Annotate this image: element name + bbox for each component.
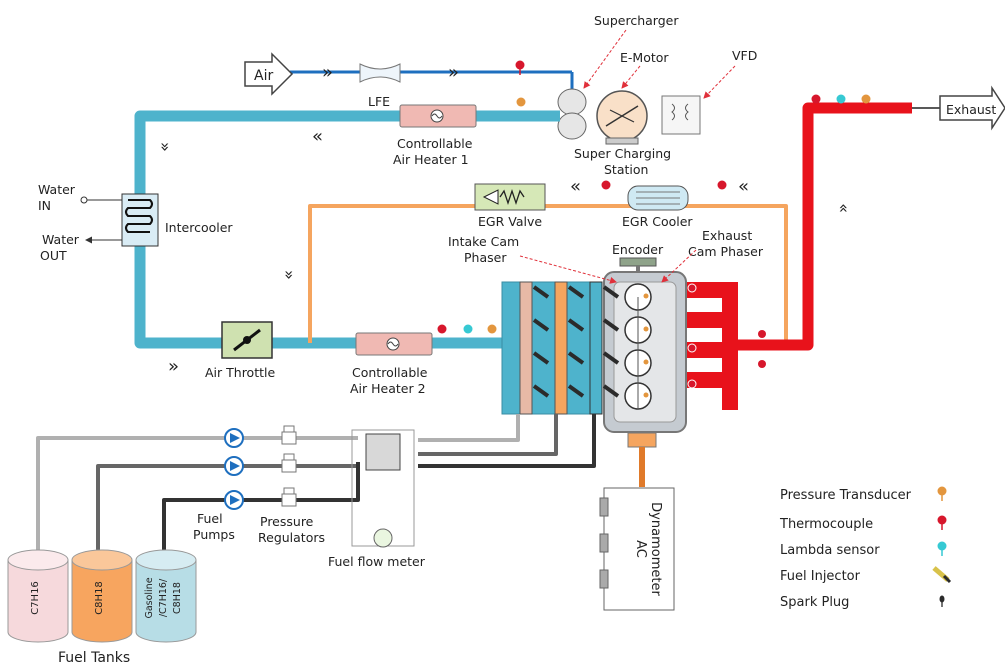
sc-station-label-1: Super Charging	[574, 146, 671, 161]
egr-cooler-label: EGR Cooler	[622, 214, 693, 229]
intake-cam-label-2: Phaser	[464, 250, 507, 265]
air-heater-1	[399, 104, 477, 128]
fuel-pumps	[224, 428, 244, 510]
legend-label-spark-plug: Spark Plug	[780, 595, 849, 610]
flow-chevron-air-1: »	[322, 62, 333, 83]
exhaust-label: Exhaust	[946, 102, 996, 117]
encoder-label: Encoder	[612, 242, 664, 257]
lfe-element: LFE	[359, 63, 401, 109]
pressure-regulators	[281, 425, 297, 507]
thermocouple-egr-1	[601, 180, 611, 190]
thermocouple-icon	[937, 515, 947, 530]
water-in-label-1: Water	[38, 182, 76, 197]
egr-valve-label: EGR Valve	[478, 214, 542, 229]
fuel-injector-icon	[932, 566, 952, 584]
dyno-label-1: AC	[633, 540, 648, 558]
tank3-label-2: /C7H16/	[158, 578, 169, 617]
air-heater-2	[355, 332, 433, 356]
fuel-flow-meter	[351, 429, 415, 548]
heater1-label-1: Controllable	[397, 136, 473, 151]
exhaust-outlet-arrow: Exhaust	[939, 85, 1005, 131]
air-inlet-arrow: Air	[244, 52, 294, 96]
ac-dynamometer: AC Dynamometer	[599, 487, 675, 611]
intercooler	[121, 193, 159, 247]
egr-valve	[474, 183, 546, 211]
vfd-label: VFD	[732, 48, 757, 63]
lambda-sensor-exhaust	[836, 94, 846, 104]
e-motor-label: E-Motor	[620, 50, 669, 65]
heater1-label-2: Air Heater 1	[393, 152, 469, 167]
tank2-label: C8H18	[94, 581, 105, 615]
spark-plug-icon	[939, 595, 945, 607]
intercooler-label: Intercooler	[165, 220, 233, 235]
thermocouple-air	[515, 60, 525, 70]
legend-label-pressure-transducer: Pressure Transducer	[780, 488, 912, 503]
fuel-tank-2: C8H18	[71, 549, 133, 643]
flow-chevron-egr-2: «	[570, 176, 581, 197]
lfe-label: LFE	[368, 94, 390, 109]
pressure-transducer-exhaust	[861, 94, 871, 104]
drive-shaft	[627, 432, 657, 487]
exhaust-line	[738, 102, 912, 351]
fuel-tanks-label: Fuel Tanks	[58, 650, 130, 666]
intake-cam-label-1: Intake Cam	[448, 234, 519, 249]
air-label: Air	[254, 68, 273, 84]
flow-chevron-egr-3: «	[738, 176, 749, 197]
vfd	[661, 95, 701, 135]
egr-cooler	[627, 185, 689, 211]
encoder	[619, 257, 657, 272]
fuel-tank-3: Gasoline /C7H16/ C8H18	[135, 549, 197, 643]
dyno-label-2: Dynamometer	[648, 502, 663, 596]
pressure-transducer-icon	[937, 486, 947, 501]
exhaust-cam-label-1: Exhaust	[702, 228, 752, 243]
legend: Pressure Transducer Thermocouple Lambda …	[779, 486, 952, 610]
intake-manifold	[501, 281, 603, 415]
flow-chevron-egr-1: »	[280, 270, 299, 280]
exhaust-cam-label-2: Cam Phaser	[688, 244, 764, 259]
pressure-reg-label-1: Pressure	[260, 514, 314, 529]
tank3-label-1: Gasoline	[144, 577, 155, 618]
flow-chevron-intake-1: «	[312, 126, 323, 147]
thermocouple-egr-2	[717, 180, 727, 190]
flow-chevron-air-2: »	[448, 62, 459, 83]
exhaust-manifold	[684, 282, 738, 410]
pressure-transducer-intake	[487, 324, 497, 334]
legend-label-fuel-injector: Fuel Injector	[780, 569, 861, 584]
water-out-label-1: Water	[42, 232, 80, 247]
air-throttle-label: Air Throttle	[205, 365, 275, 380]
flow-chevron-exhaust: »	[833, 203, 852, 213]
fuel-tank-1: C7H16	[7, 549, 69, 643]
sc-station-label-2: Station	[604, 162, 648, 177]
e-motor	[596, 90, 648, 145]
water-in-label-2: IN	[38, 198, 51, 213]
legend-label-lambda-sensor: Lambda sensor	[780, 543, 880, 558]
fuel-lines	[36, 414, 596, 560]
tank3-label-3: C8H18	[172, 582, 183, 614]
egr-line	[308, 204, 788, 345]
heater2-label-2: Air Heater 2	[350, 381, 426, 396]
flow-chevron-intake-2: »	[156, 142, 175, 152]
heater2-label-1: Controllable	[352, 365, 428, 380]
supercharger	[557, 88, 587, 140]
air-throttle	[221, 321, 273, 359]
fuel-pumps-label-1: Fuel	[197, 511, 223, 526]
thermocouple-intake	[437, 324, 447, 334]
engine-block	[603, 271, 687, 433]
tank1-label: C7H16	[30, 581, 41, 615]
lambda-sensor-icon	[937, 541, 947, 556]
lambda-sensor-intake	[463, 324, 473, 334]
supercharger-label: Supercharger	[594, 13, 679, 28]
fuel-injectors	[532, 285, 620, 398]
pressure-transducer-sc	[516, 97, 526, 107]
fuel-pumps-label-2: Pumps	[193, 527, 235, 542]
water-out-label-2: OUT	[40, 248, 67, 263]
pressure-reg-label-2: Regulators	[258, 530, 325, 545]
fuel-flow-meter-label: Fuel flow meter	[328, 554, 426, 569]
legend-label-thermocouple: Thermocouple	[779, 517, 873, 532]
flow-chevron-intake-3: »	[168, 356, 179, 377]
thermocouple-exhaust	[811, 94, 821, 104]
